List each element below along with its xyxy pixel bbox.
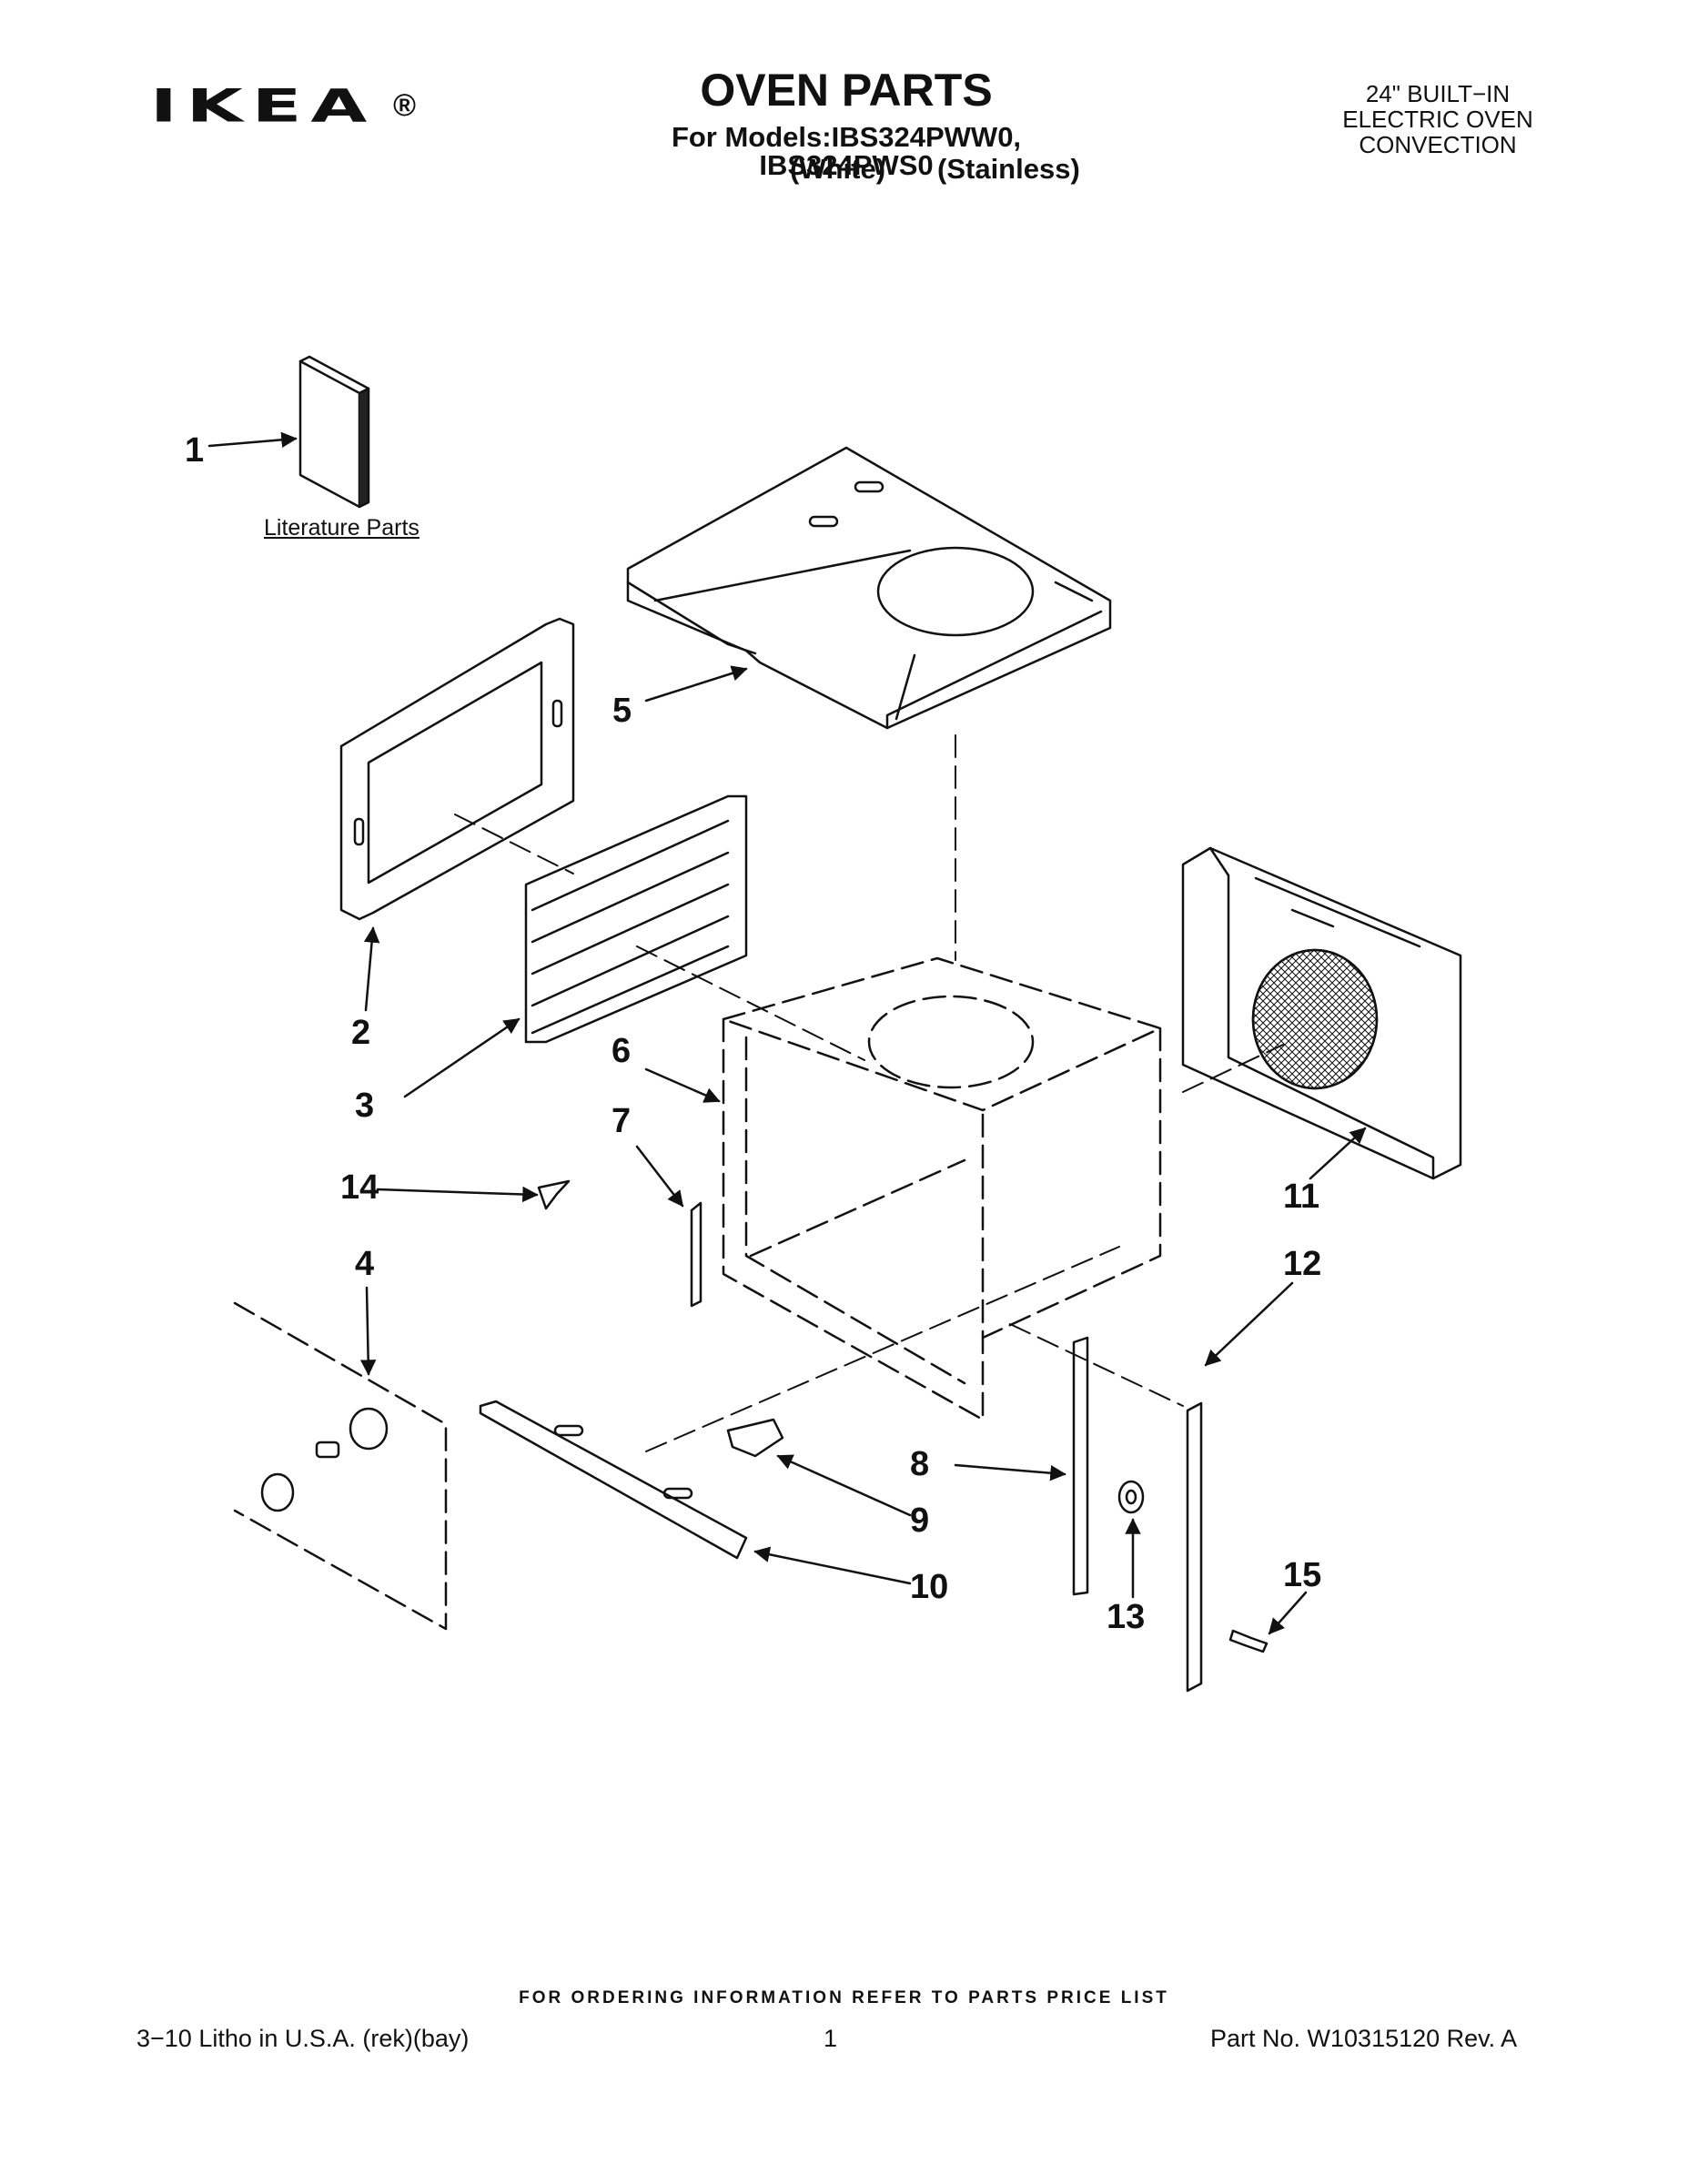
- top-panel: [626, 446, 1112, 730]
- callout-3: 3: [355, 1087, 375, 1125]
- callout-14: 14: [340, 1168, 379, 1207]
- registered-mark: ®: [393, 88, 417, 123]
- leader-arrows: [207, 431, 1367, 1635]
- callout-8: 8: [910, 1445, 930, 1483]
- category-line: 24" BUILT−IN: [1365, 80, 1511, 107]
- page-number: 1: [824, 2025, 838, 2052]
- ikea-logo: IKEA: [150, 79, 377, 133]
- trim-strip: [690, 1201, 702, 1308]
- side-trim: [1072, 1336, 1089, 1596]
- literature-parts-label: Literature Parts: [264, 515, 419, 541]
- callout-9: 9: [910, 1502, 930, 1540]
- variant-white: (White): [790, 153, 886, 185]
- page-title: OVEN PARTS: [700, 65, 993, 116]
- callout-7: 7: [612, 1102, 632, 1140]
- screw: [1228, 1629, 1269, 1653]
- callout-13: 13: [1107, 1598, 1146, 1636]
- oven-cavity: [722, 956, 1162, 1421]
- variant-stainless: (Stainless): [937, 153, 1080, 185]
- oven-frame: [339, 617, 575, 921]
- product-category: 24" BUILT−IN ELECTRIC OVEN CONVECTION: [1292, 81, 1583, 157]
- assembly-lines: [454, 734, 1284, 1452]
- callout-12: 12: [1283, 1245, 1322, 1283]
- ordering-note: FOR ORDERING INFORMATION REFER TO PARTS …: [519, 1988, 1169, 2007]
- callout-2: 2: [351, 1014, 371, 1052]
- category-line: CONVECTION: [1359, 131, 1517, 158]
- literature-booklet: [298, 355, 370, 509]
- side-strip: [1186, 1401, 1203, 1693]
- litho-info: 3−10 Litho in U.S.A. (rek)(bay): [136, 2025, 470, 2052]
- callout-1: 1: [185, 431, 205, 470]
- grommet: [1117, 1480, 1145, 1514]
- lower-vent: [479, 1400, 748, 1560]
- rack-supports: [524, 794, 748, 1044]
- door-hinge: [726, 1418, 784, 1458]
- callout-4: 4: [355, 1245, 375, 1283]
- fastener-clip: [537, 1179, 571, 1210]
- convection-fan-cover: [1181, 846, 1462, 1180]
- part-number: Part No. W10315120 Rev. A: [1210, 2025, 1518, 2052]
- callout-5: 5: [612, 692, 632, 730]
- callout-10: 10: [910, 1568, 949, 1606]
- callout-11: 11: [1283, 1178, 1320, 1216]
- callout-15: 15: [1283, 1556, 1322, 1594]
- callout-6: 6: [612, 1032, 632, 1070]
- category-line: ELECTRIC OVEN: [1342, 106, 1533, 133]
- model-numbers: For Models:IBS324PWW0, IBS324PWS0: [671, 121, 1022, 181]
- knob-assembly: [233, 1301, 448, 1631]
